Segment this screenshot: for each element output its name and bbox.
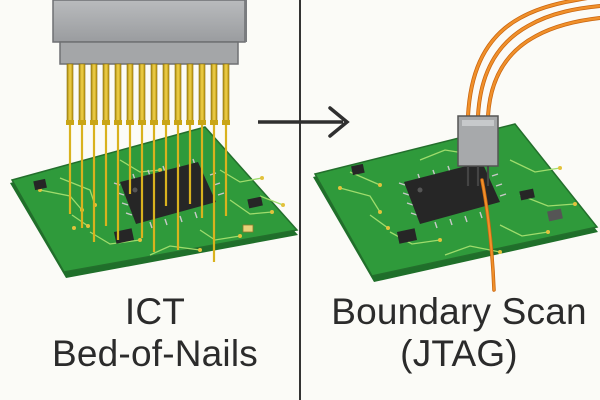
pogo-pin (66, 63, 74, 214)
right-qfp-chip (398, 158, 507, 229)
jtag-probe (457, 115, 499, 186)
bed-of-nails-fixture (52, 0, 247, 65)
pogo-pin (198, 63, 206, 218)
pogo-pin (222, 63, 230, 216)
left-qfp-chip (113, 158, 225, 229)
jtag-caption: Boundary Scan (JTAG) (318, 291, 600, 375)
pogo-pin (138, 63, 146, 238)
pogo-pin-array (66, 63, 230, 262)
pogo-pin (126, 63, 134, 194)
jtag-ribbon-cable (466, 0, 600, 292)
pogo-pin (150, 63, 158, 252)
pogo-pin (102, 63, 110, 226)
bed-of-nails-title: Bed-of-Nails (52, 333, 258, 374)
pogo-pin (174, 63, 182, 250)
arrow-right-icon (258, 106, 350, 138)
ict-title: ICT (124, 291, 186, 332)
pogo-pin (78, 63, 86, 228)
boundary-scan-title: Boundary Scan (331, 291, 587, 332)
pogo-pin (90, 63, 98, 242)
pogo-pin (186, 63, 194, 204)
pogo-pin (210, 63, 218, 262)
pogo-pin (114, 63, 122, 240)
jtag-title: (JTAG) (400, 333, 518, 374)
pogo-pin (162, 63, 170, 206)
ict-caption: ICT Bed-of-Nails (40, 291, 270, 375)
